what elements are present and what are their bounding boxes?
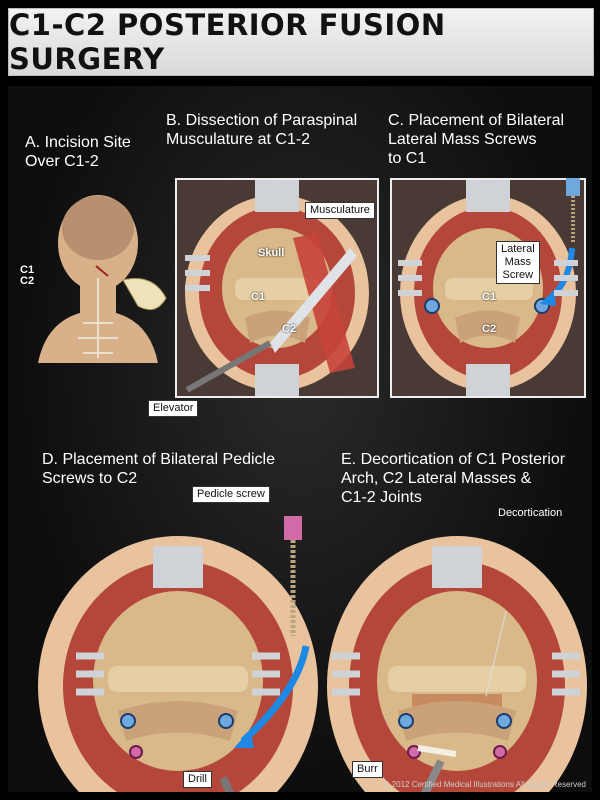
panel-b-musculature-label: Musculature xyxy=(305,202,375,219)
title-bar: C1-C2 POSTERIOR FUSION SURGERY xyxy=(8,8,594,76)
panel-b-illustration xyxy=(175,178,379,398)
panel-d-pedicle-screw-label: Pedicle screw xyxy=(192,486,270,503)
panel-a-illustration xyxy=(38,195,167,363)
panel-d-illustration xyxy=(38,516,318,792)
copyright-note: © 2012 Certified Medical Illustrations A… xyxy=(383,780,586,789)
panel-b-skull-label: Skull xyxy=(258,247,285,259)
page-title: C1-C2 POSTERIOR FUSION SURGERY xyxy=(9,8,446,76)
panel-c-screw-label: Lateral Mass Screw xyxy=(496,241,540,284)
panel-c-illustration xyxy=(390,178,586,398)
panel-a-heading: A. Incision Site Over C1-2 xyxy=(25,134,131,170)
panel-a-c1-label: C1 xyxy=(20,264,35,276)
panel-c-c2-label: C2 xyxy=(482,323,497,335)
panel-e-decortication-label: Decortication xyxy=(498,507,563,519)
panel-c-c1-label: C1 xyxy=(482,291,497,303)
panel-d-heading: D. Placement of Bilateral Pedicle Screws… xyxy=(42,451,275,487)
panel-e-illustration xyxy=(327,536,587,792)
panel-b-heading: B. Dissection of Paraspinal Musculature … xyxy=(166,112,358,148)
illustration-stage: C1 C2 A. Incision Site Over C1-2 B. Diss… xyxy=(8,86,592,792)
panel-a-c2-label: C2 xyxy=(20,275,35,287)
panel-c-heading: C. Placement of Bilateral Lateral Mass S… xyxy=(388,112,565,167)
panel-d-drill-label: Drill xyxy=(183,771,212,788)
panel-b-elevator-label: Elevator xyxy=(148,400,199,417)
panel-b-c2-label: C2 xyxy=(282,323,297,335)
panel-e-burr-label: Burr xyxy=(352,761,383,778)
panel-e-heading: E. Decortication of C1 Posterior Arch, C… xyxy=(341,451,566,506)
panel-b-c1-label: C1 xyxy=(251,291,266,303)
